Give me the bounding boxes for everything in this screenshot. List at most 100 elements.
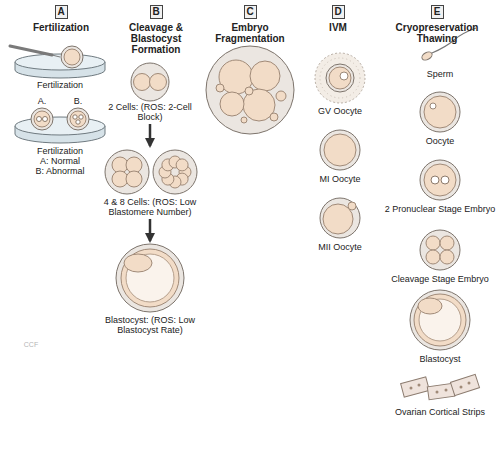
petri-dish — [15, 54, 105, 78]
stage-caption: 2 Cells: (ROS: 2-Cell Block) — [108, 102, 192, 122]
image-caption: B. — [68, 96, 88, 106]
image-caption: GV Oocyte — [300, 106, 380, 116]
pronuclear-embryo — [420, 160, 460, 200]
dish-top — [15, 54, 105, 70]
cumulus — [320, 58, 360, 98]
stage-caption: Blastocyst: (ROS: Low Blastocyst Rate) — [94, 315, 206, 335]
zona — [131, 63, 169, 101]
panel-letter: ECryopreservation Thawing — [431, 5, 444, 19]
zona — [116, 244, 184, 312]
panel-heading: Embryo Fragmentation — [205, 22, 295, 44]
blastomere — [176, 159, 188, 171]
image-caption: Fertilization — [25, 80, 95, 90]
trophectoderm — [121, 249, 179, 307]
panel-letter: CEmbryo Fragmentation — [244, 5, 257, 19]
cytoplasm — [329, 67, 351, 89]
panel-letter: DIVM — [332, 5, 345, 19]
pronucleus — [76, 120, 80, 124]
cleavage-embryo — [420, 230, 460, 270]
flow-arrow — [149, 219, 152, 241]
zona — [105, 150, 149, 194]
follicle — [436, 391, 439, 394]
tissue-strip — [401, 377, 430, 397]
germinal-vesicle — [340, 72, 348, 80]
follicle — [410, 387, 413, 390]
blastomere — [150, 74, 167, 91]
cytoplasm — [34, 111, 50, 127]
zona — [320, 130, 360, 170]
zona — [420, 230, 460, 270]
follicle — [418, 384, 421, 387]
zona — [31, 108, 53, 130]
oocyte — [61, 46, 83, 68]
follicle — [445, 389, 448, 392]
image-caption: MII Oocyte — [300, 242, 380, 252]
pipette — [10, 46, 60, 57]
flow-arrow — [149, 124, 152, 146]
tissue-strip — [427, 383, 455, 399]
mii-oocyte — [320, 198, 360, 238]
embryo-stage: 4 & 8 Cells: (ROS: Low Blastomere Number… — [90, 148, 210, 217]
blastocoel — [419, 299, 461, 341]
blastomere — [134, 74, 151, 91]
blastocyst — [410, 290, 470, 350]
cytoplasm — [70, 111, 86, 127]
pronucleus — [431, 176, 439, 184]
panel-heading: Cryopreservation Thawing — [387, 22, 487, 44]
zona — [61, 46, 83, 68]
zona — [420, 92, 460, 132]
ovarian-strips — [401, 374, 480, 399]
polar-body — [348, 202, 356, 210]
fragment — [245, 87, 253, 95]
embryo-stage: 2 Cells: (ROS: 2-Cell Block) — [90, 62, 210, 122]
image-caption: A: Normal — [20, 156, 100, 166]
cytoplasm — [324, 134, 356, 166]
panel-letter: BCleavage & Blastocyst Formation — [150, 5, 163, 19]
pronucleus — [37, 117, 42, 122]
blastomere — [440, 250, 454, 264]
image-caption: Cleavage Stage Embryo — [385, 274, 495, 284]
blastomere — [426, 236, 440, 250]
zona — [320, 198, 360, 238]
nucleus — [430, 103, 436, 109]
panel-heading: Cleavage & Blastocyst Formation — [125, 22, 187, 55]
mi-oocyte — [320, 130, 360, 170]
pronucleus — [79, 115, 83, 119]
sperm-head — [420, 50, 433, 62]
inner-cell-mass — [124, 254, 152, 272]
stage-caption: 4 & 8 Cells: (ROS: Low Blastomere Number… — [94, 197, 206, 217]
dish-top — [15, 117, 105, 135]
image-caption: Fertilization — [20, 146, 100, 156]
panel-letter-text: E — [432, 6, 443, 18]
zona — [153, 150, 197, 194]
eight-cell-embryo — [153, 150, 197, 194]
pronucleus — [441, 176, 449, 184]
image-caption: Oocyte — [400, 136, 480, 146]
image-caption: Sperm — [400, 69, 480, 79]
image-caption: 2 Pronuclear Stage Embryo — [380, 204, 500, 214]
image-caption: Ovarian Cortical Strips — [385, 407, 495, 417]
blastomere — [126, 171, 142, 187]
zygote-normal — [31, 108, 53, 130]
zona — [410, 290, 470, 350]
fragment — [216, 84, 224, 92]
petri-dish — [15, 117, 105, 143]
cytoplasm — [424, 96, 456, 128]
trophectoderm — [414, 294, 466, 346]
watermark: CCF — [16, 340, 46, 350]
cumulus — [315, 53, 365, 103]
gv-oocyte — [315, 53, 365, 103]
inner-cell-mass — [418, 298, 442, 314]
panel-letter-text: C — [245, 6, 256, 18]
four-cell-embryo — [105, 150, 149, 194]
blastomere — [440, 236, 454, 250]
pipette-tip — [52, 55, 60, 57]
panel-letter: AFertilization — [55, 5, 68, 19]
two-cell-embryo — [131, 63, 169, 101]
image-caption: Blastocyst — [400, 354, 480, 364]
fragment — [276, 91, 286, 101]
panel-letter-text: D — [333, 6, 344, 18]
